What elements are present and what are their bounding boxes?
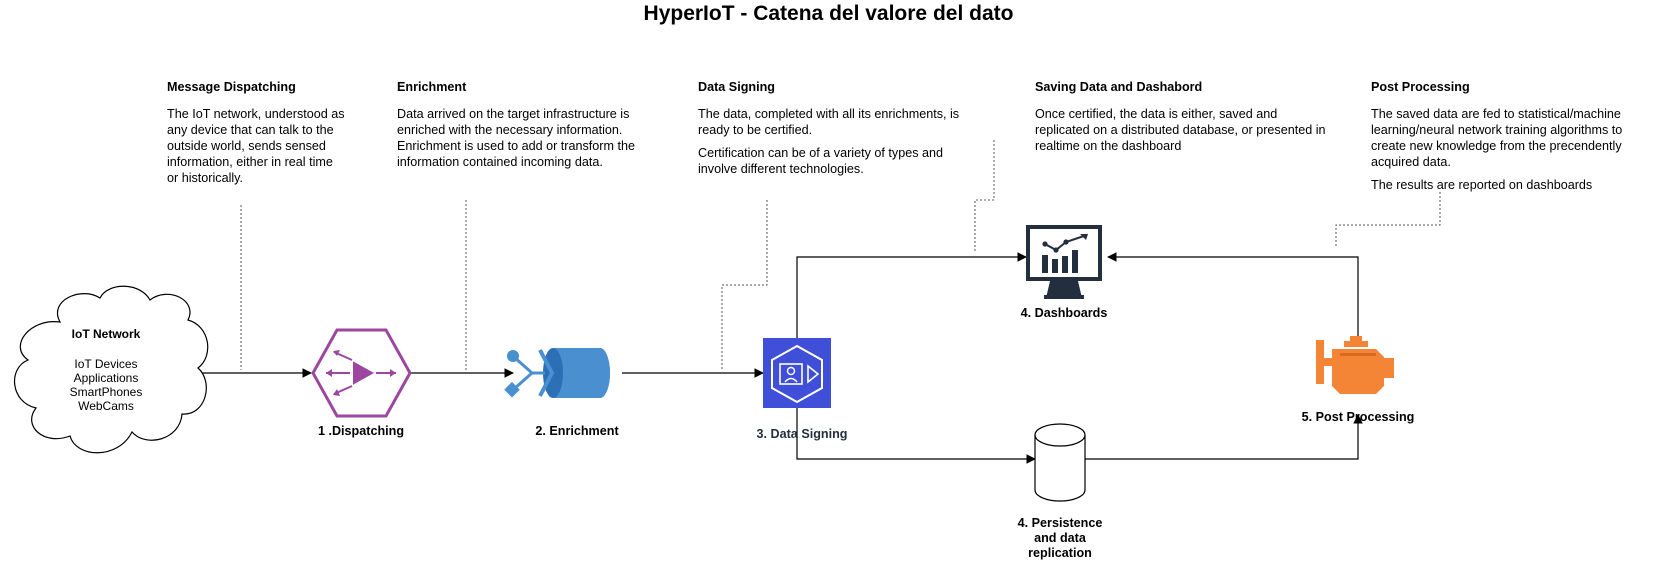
label-enrichment: 2. Enrichment bbox=[535, 424, 619, 438]
column-heading: Post Processing bbox=[1371, 80, 1470, 94]
dotted-connectors bbox=[240, 140, 1441, 370]
label-post-processing: 5. Post Processing bbox=[1301, 410, 1415, 424]
label-dispatching: 1 .Dispatching bbox=[317, 424, 405, 438]
column-enrichment: Enrichment Data arrived on the target in… bbox=[397, 79, 652, 177]
column-paragraph: Certification can be of a variety of typ… bbox=[698, 146, 944, 176]
enrichment-icon bbox=[504, 348, 610, 398]
column-paragraph: The results are reported on dashboards bbox=[1371, 178, 1593, 192]
label-line: replication bbox=[1028, 546, 1092, 560]
cloud-item: SmartPhones bbox=[69, 385, 143, 399]
column-heading: Saving Data and Dashabord bbox=[1035, 80, 1203, 94]
cloud-item: IoT Devices bbox=[74, 357, 138, 371]
label-data-signing: 3. Data Signing bbox=[756, 427, 848, 441]
label-line: and data bbox=[1034, 531, 1086, 545]
column-paragraph: The saved data are fed to statistical/ma… bbox=[1371, 107, 1623, 169]
database-cylinder-icon bbox=[1034, 423, 1086, 502]
flow-arrows bbox=[190, 252, 1363, 464]
cloud-shape-icon bbox=[14, 285, 209, 454]
cloud-item: Applications bbox=[73, 371, 139, 385]
column-saving-data: Saving Data and Dashabord Once certified… bbox=[1035, 79, 1335, 161]
column-message-dispatching: Message Dispatching The IoT network, und… bbox=[167, 79, 347, 193]
column-paragraph: The data, completed with all its enrichm… bbox=[698, 107, 960, 137]
column-heading: Data Signing bbox=[698, 80, 775, 94]
engine-icon bbox=[1316, 336, 1394, 394]
arrow-signing-to-dashboards bbox=[796, 252, 1027, 338]
label-line: 4. Persistence bbox=[1017, 516, 1103, 530]
arrow-post-to-dashboards bbox=[1107, 252, 1359, 340]
cloud-title: IoT Network bbox=[71, 327, 141, 341]
column-paragraph: Once certified, the data is either, save… bbox=[1035, 107, 1326, 153]
column-heading: Message Dispatching bbox=[167, 80, 296, 94]
label-dashboards: 4. Dashboards bbox=[1020, 306, 1108, 320]
column-paragraph: Data arrived on the target infrastructur… bbox=[397, 107, 635, 169]
monitor-chart-icon bbox=[1026, 225, 1102, 299]
arrow-persistence-to-post bbox=[1085, 414, 1363, 460]
column-heading: Enrichment bbox=[397, 80, 467, 94]
hexagon-dispatch-icon bbox=[311, 328, 412, 418]
column-paragraph: The IoT network, understood as any devic… bbox=[167, 107, 345, 185]
arrow-signing-to-persistence bbox=[796, 408, 1036, 464]
diagram-title: HyperIoT - Catena del valore del dato bbox=[643, 2, 1014, 25]
data-signing-icon bbox=[763, 338, 831, 408]
column-post-processing: Post Processing The saved data are fed t… bbox=[1371, 79, 1643, 200]
cloud-item: WebCams bbox=[78, 399, 134, 413]
column-data-signing: Data Signing The data, completed with al… bbox=[698, 79, 983, 184]
label-persistence: 4. Persistence and data replication bbox=[995, 516, 1125, 561]
cloud-node: IoT Network IoT Devices Applications Sma… bbox=[46, 327, 166, 413]
